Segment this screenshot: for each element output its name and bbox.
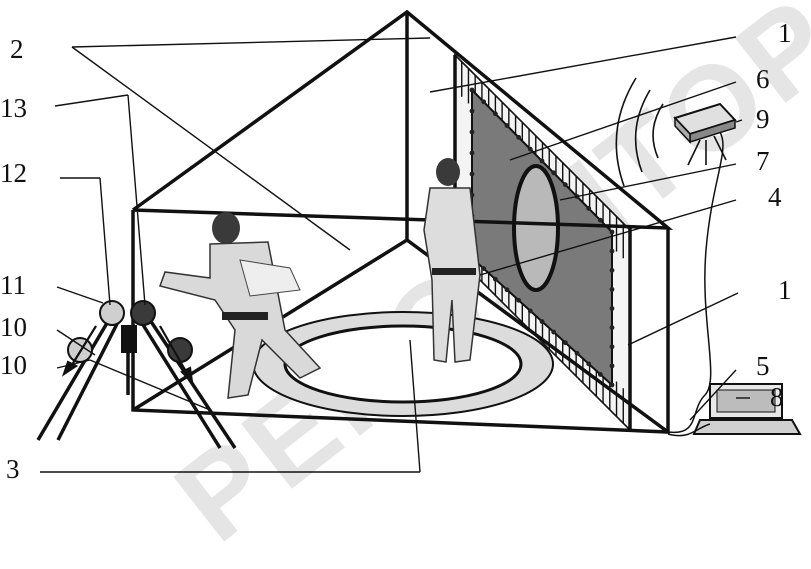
device-9	[616, 78, 735, 186]
rivet	[563, 182, 568, 187]
target-oval	[514, 166, 558, 290]
rivet	[516, 135, 521, 140]
rivet	[598, 372, 603, 377]
lamp-10-right	[168, 338, 192, 362]
callout-2: 2	[10, 36, 24, 63]
rivet	[610, 363, 615, 368]
training-apparatus-diagram: РЕПОЗИТОРИЙ БГ	[0, 0, 811, 481]
laptop	[694, 384, 800, 434]
rivet	[610, 287, 615, 292]
rivet	[610, 230, 615, 235]
rivet	[540, 159, 545, 164]
stand-body	[121, 325, 137, 353]
callout-8: 8	[770, 384, 784, 411]
lamp-11	[100, 301, 124, 325]
rivet	[516, 298, 521, 303]
callout-1-bottom: 1	[778, 277, 792, 304]
rivet	[493, 111, 498, 116]
rivet	[470, 130, 475, 135]
rivet	[493, 277, 498, 282]
rivet	[586, 206, 591, 211]
rivet	[481, 99, 486, 104]
rivet	[610, 306, 615, 311]
rivet	[610, 344, 615, 349]
rivet	[470, 88, 475, 93]
callout-5: 5	[756, 353, 770, 380]
rivet	[610, 325, 615, 330]
rivet	[575, 351, 580, 356]
rivet	[610, 383, 615, 388]
rivet	[610, 268, 615, 273]
rivet	[610, 249, 615, 254]
rivet	[540, 319, 545, 324]
callout-3: 3	[6, 456, 20, 483]
rivet	[481, 266, 486, 271]
lamp-13	[131, 301, 155, 325]
callout-1-top: 1	[778, 20, 792, 47]
callout-11: 11	[0, 272, 26, 299]
floor-inner-ring	[285, 326, 521, 402]
callout-10-bottom: 10	[0, 352, 27, 379]
rivet	[551, 330, 556, 335]
callout-6: 6	[756, 66, 770, 93]
rivet	[470, 172, 475, 177]
rivet	[598, 218, 603, 223]
rivet	[470, 151, 475, 156]
callout-7: 7	[756, 148, 770, 175]
callout-13: 13	[0, 95, 27, 122]
callout-4: 4	[768, 184, 782, 211]
callout-12: 12	[0, 160, 27, 187]
rivet	[470, 109, 475, 114]
rivet	[563, 340, 568, 345]
callout-10-top: 10	[0, 314, 27, 341]
rivet	[528, 147, 533, 152]
callout-9: 9	[756, 106, 770, 133]
rivet	[505, 287, 510, 292]
rivet	[505, 123, 510, 128]
rivet	[528, 309, 533, 314]
rivet	[551, 170, 556, 175]
rivet	[586, 361, 591, 366]
diagram-canvas	[0, 0, 811, 481]
